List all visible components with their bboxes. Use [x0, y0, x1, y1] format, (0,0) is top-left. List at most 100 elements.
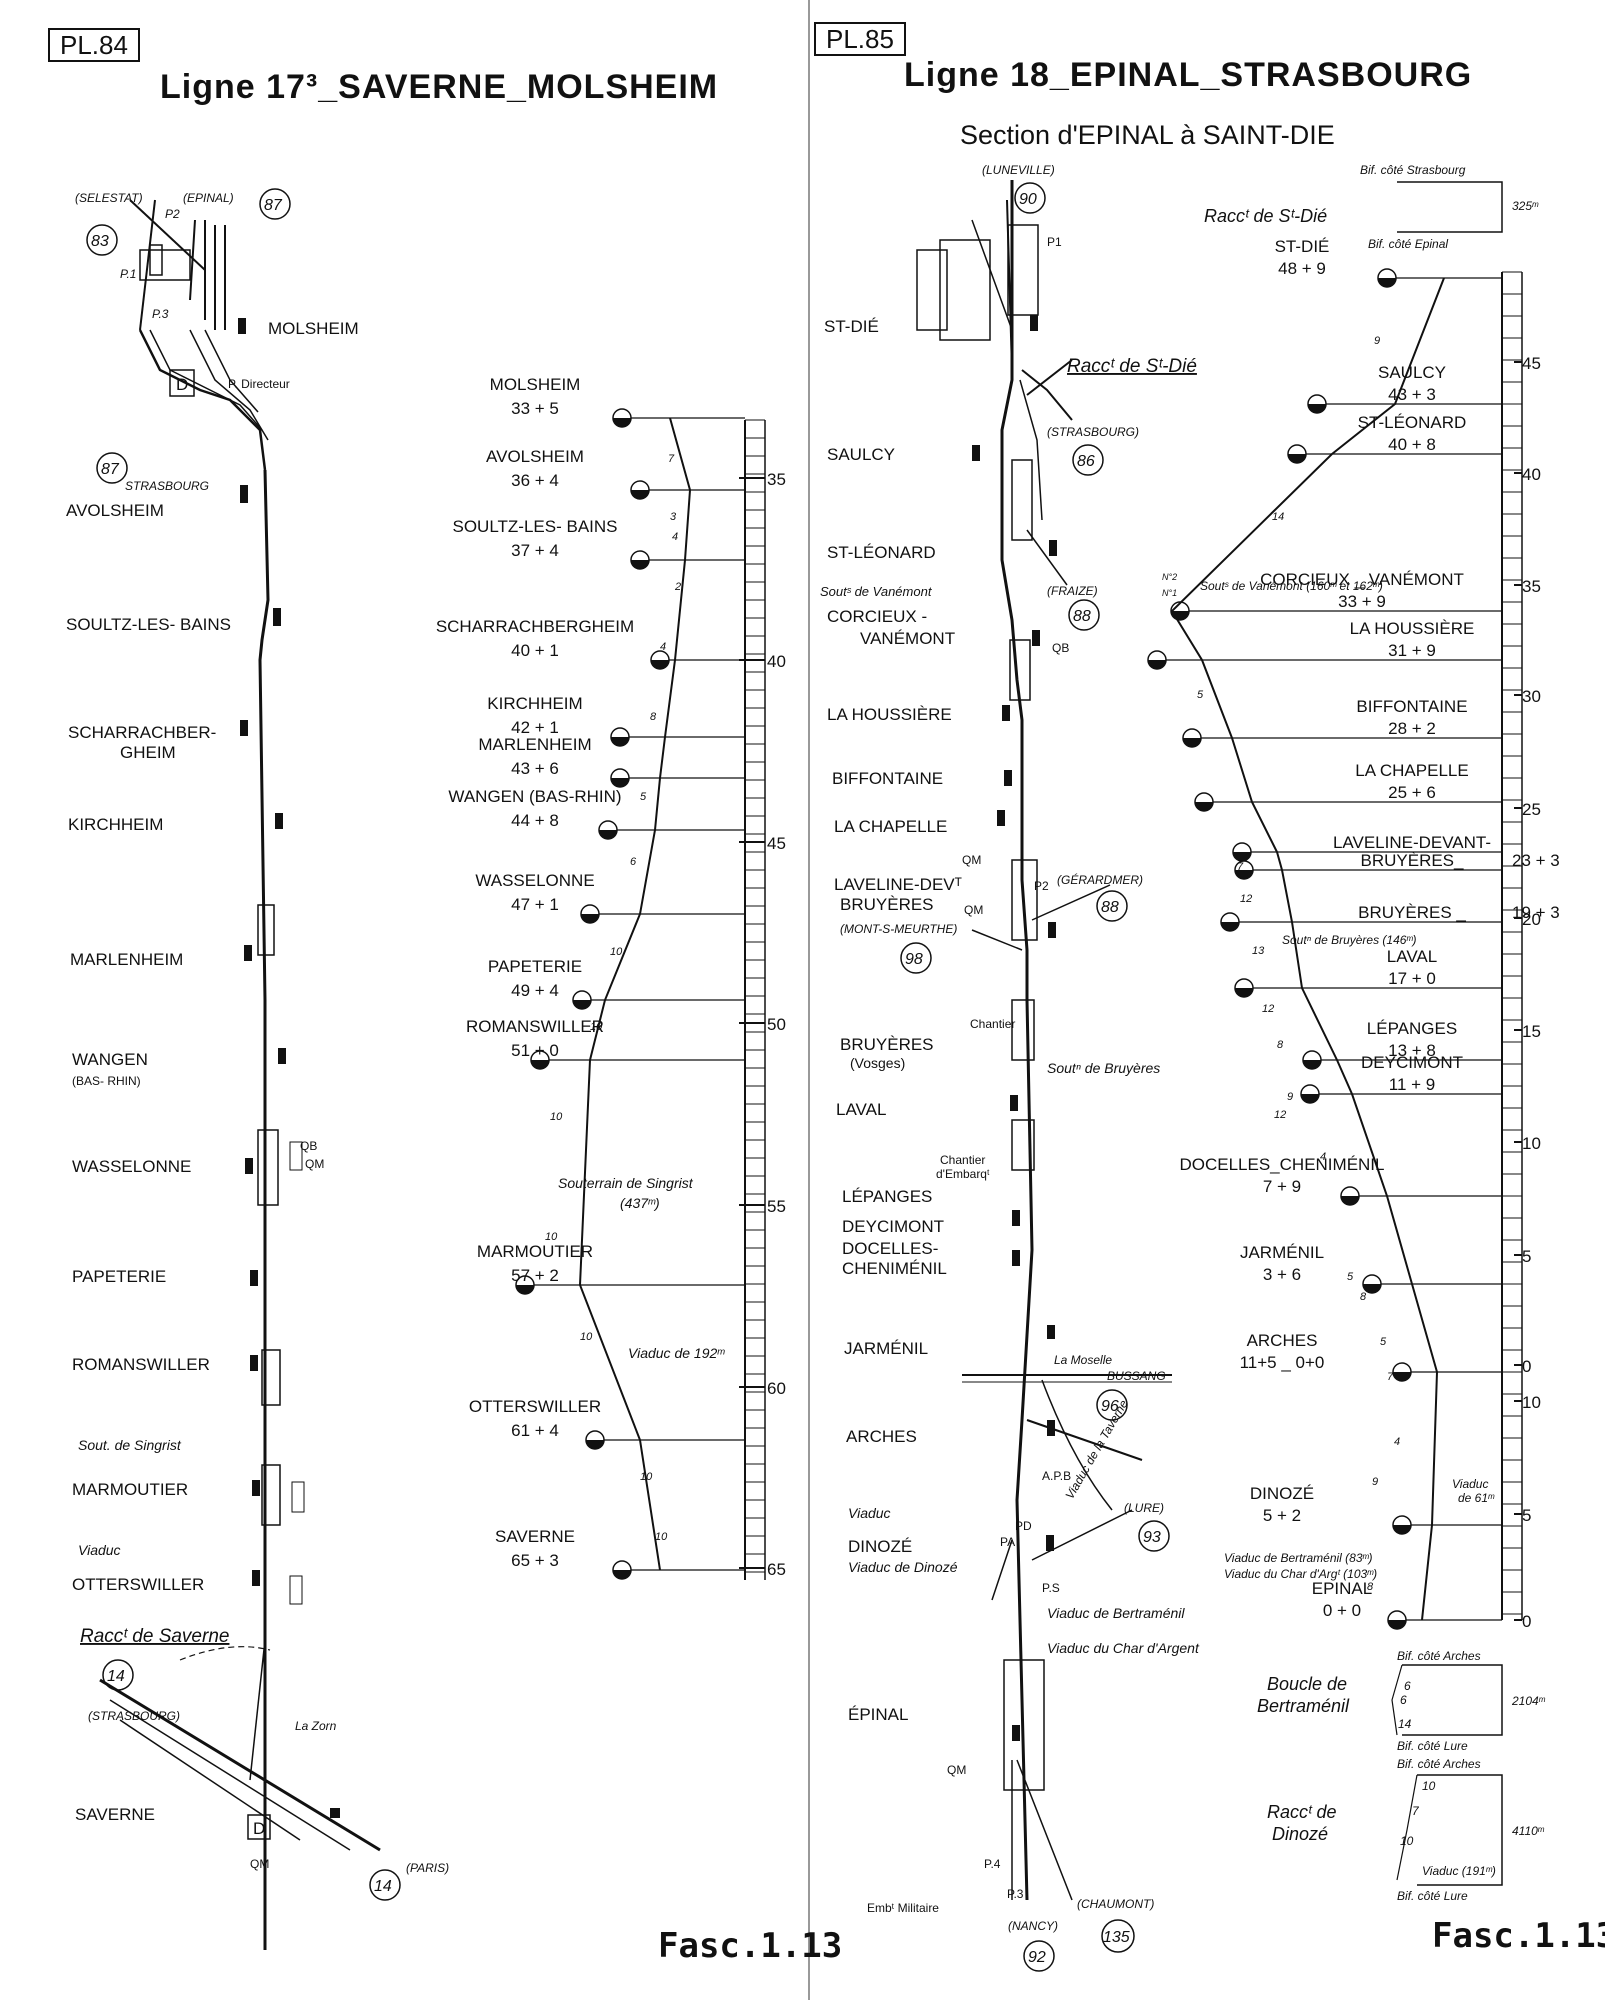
annot-grad-14: 14 [1398, 1717, 1412, 1731]
line-title: Ligne 18_EPINAL_STRASBOURG [904, 56, 1473, 94]
label-d-box: D [176, 375, 188, 394]
km-label: 65 [767, 1560, 786, 1579]
annot-grad-7: 7 [1412, 1804, 1420, 1818]
km-label: 40 [767, 652, 786, 671]
station-otterswiller: OTTERSWILLER [72, 1575, 204, 1594]
gradient-value: 7 [1237, 861, 1244, 873]
profile-station-pk: 51 + 0 [511, 1041, 559, 1060]
annot-bertramenil: Bertraménil [1257, 1696, 1350, 1716]
profile-station-pk: 65 + 3 [511, 1551, 559, 1570]
station-symbol-fill [631, 490, 649, 499]
profile-station-name: ST-LÉONARD [1358, 413, 1467, 432]
label-sout-singrist: Sout. de Singrist [78, 1437, 182, 1453]
track-schematic [916, 180, 1172, 1901]
plate-85: PL.85 Ligne 18_EPINAL_STRASBOURG Section… [812, 0, 1605, 2000]
profile-station-name: OTTERSWILLER [469, 1397, 601, 1416]
profile-station-name: ST-DIÉ [1275, 237, 1330, 256]
profile-station-symbol [1377, 268, 1397, 288]
gradient-value: 12 [1262, 1003, 1274, 1015]
km-label: 20 [1522, 910, 1541, 929]
station-symbol-fill [631, 560, 649, 569]
station-marlenheim: MARLENHEIM [70, 950, 183, 969]
profile-station-name: BIFFONTAINE [1356, 697, 1467, 716]
km-label: 0 [1522, 1612, 1531, 1631]
station-markers [972, 315, 1057, 1741]
label-sout-vanemont: Soutˢ de Vanémont [820, 584, 933, 599]
profile-station-name: DINOZÉ [1250, 1484, 1314, 1503]
fascicle-label: Fasc.1.13 [658, 1926, 843, 1966]
annot-racc-len: 325ᵐ [1512, 199, 1539, 213]
station-scharrachbergheim-1: SCHARRACHBER- [68, 723, 216, 742]
station-epinal: ÉPINAL [848, 1705, 908, 1724]
station-st-leonard: ST-LÉONARD [827, 543, 936, 562]
station-deycimont: DEYCIMONT [842, 1217, 944, 1236]
station-biffontaine: BIFFONTAINE [832, 769, 943, 788]
station-symbol-fill [1341, 1196, 1359, 1205]
profile-station-name: MARLENHEIM [478, 735, 591, 754]
gradient-value: 3 [670, 511, 677, 523]
annot-grad-6b: 6 [1400, 1693, 1407, 1707]
gradient-value: 10 [640, 1471, 653, 1483]
label-luneville: (LUNEVILLE) [982, 163, 1055, 177]
station-symbol-fill [1303, 1060, 1321, 1069]
gradient-value: 5 [1197, 689, 1204, 701]
label-ps: P.S [1042, 1581, 1060, 1595]
label-p1: P.1 [120, 267, 136, 281]
km-label: 0 [1522, 1357, 1531, 1376]
profile-station-name: DEYCIMONT [1361, 1053, 1463, 1072]
annot-grad-6a: 6 [1404, 1679, 1411, 1693]
profile-station-symbol [1300, 1084, 1320, 1104]
annot-bif-arches: Bif. côté Arches [1397, 1649, 1481, 1663]
label-embarq: d'Embarqᵗ [936, 1167, 990, 1181]
gradient-value: 6 [630, 856, 637, 868]
annot-viaduc-bert: Viaduc de Bertraménil (83ᵐ) [1224, 1551, 1373, 1565]
station-names: AVOLSHEIM SOULTZ-LES- BAINS SCHARRACHBER… [66, 501, 231, 1824]
station-avolsheim: AVOLSHEIM [66, 501, 164, 520]
label-molsheim-tag: MOLSHEIM [268, 319, 359, 338]
profile-station-name: SOULTZ-LES- BAINS [453, 517, 618, 536]
station-symbol-fill [586, 1440, 604, 1449]
profile-station-symbol [572, 990, 592, 1010]
annot-boucle: Boucle de [1267, 1674, 1347, 1694]
label-pa: PA [1000, 1535, 1015, 1549]
profile-station-pk: 33 + 9 [1338, 592, 1386, 611]
circle-14: 14 [107, 1668, 125, 1685]
station-vosges: (Vosges) [850, 1055, 905, 1071]
profile-station-name: WANGEN (BAS-RHIN) [448, 787, 621, 806]
route-circle [86, 224, 118, 256]
schematic-labels: (SELESTAT) (EPINAL) 87 83 P2 P.1 P.3 MOL… [75, 188, 449, 1901]
label-strasbourg: STRASBOURG [125, 479, 209, 493]
profile-station-symbol [1307, 394, 1327, 414]
label-viaduc-char: Viaduc du Char d'Argent [1047, 1640, 1200, 1656]
profile-station-name: LAVELINE-DEVANT- [1333, 833, 1491, 852]
profile-station-name: DOCELLES_CHENIMÉNIL [1179, 1155, 1384, 1174]
label-p4: P.4 [984, 1857, 1001, 1871]
profile-station-name: BRUYÈRES _ [1358, 903, 1466, 922]
gradient-value: 7 [668, 453, 675, 465]
station-soultz: SOULTZ-LES- BAINS [66, 615, 231, 634]
station-symbol-fill [1378, 278, 1396, 287]
circle-88: 88 [1073, 608, 1091, 625]
profile-station-pk: 43 + 6 [511, 759, 559, 778]
profile-station-name: SCHARRACHBERGHEIM [436, 617, 634, 636]
station-lepanges: LÉPANGES [842, 1187, 932, 1206]
gradient-value: 4 [1394, 1436, 1400, 1448]
annot-bif-lure2: Bif. côté Lure [1397, 1889, 1468, 1903]
profile-station-symbol [1387, 1610, 1407, 1630]
profile-station-pk: 49 + 4 [511, 981, 559, 1000]
km-label: 50 [767, 1015, 786, 1034]
station-wangen: WANGEN [72, 1050, 148, 1069]
gradient-value: 10 [655, 1531, 668, 1543]
profile-station-name: CORCIEUX _ VANÉMONT [1260, 570, 1464, 589]
profile-station-name: EPINAL [1312, 1579, 1372, 1598]
profile-station-name: MARMOUTIER [477, 1242, 593, 1261]
label-chantier: Chantier [970, 1017, 1015, 1031]
annot-sout-vanemont: Soutˢ de Vanémont (160ᵐ et 162ᵐ) [1200, 579, 1383, 593]
circle-83: 83 [91, 233, 109, 250]
station-saverne: SAVERNE [75, 1805, 155, 1824]
gradient-value: 9 [1374, 335, 1380, 347]
annot-n2: N°2 [1162, 572, 1177, 582]
gradient-value: 7 [1387, 1371, 1394, 1383]
annot-racc-dinoze2: Dinozé [1272, 1824, 1328, 1844]
